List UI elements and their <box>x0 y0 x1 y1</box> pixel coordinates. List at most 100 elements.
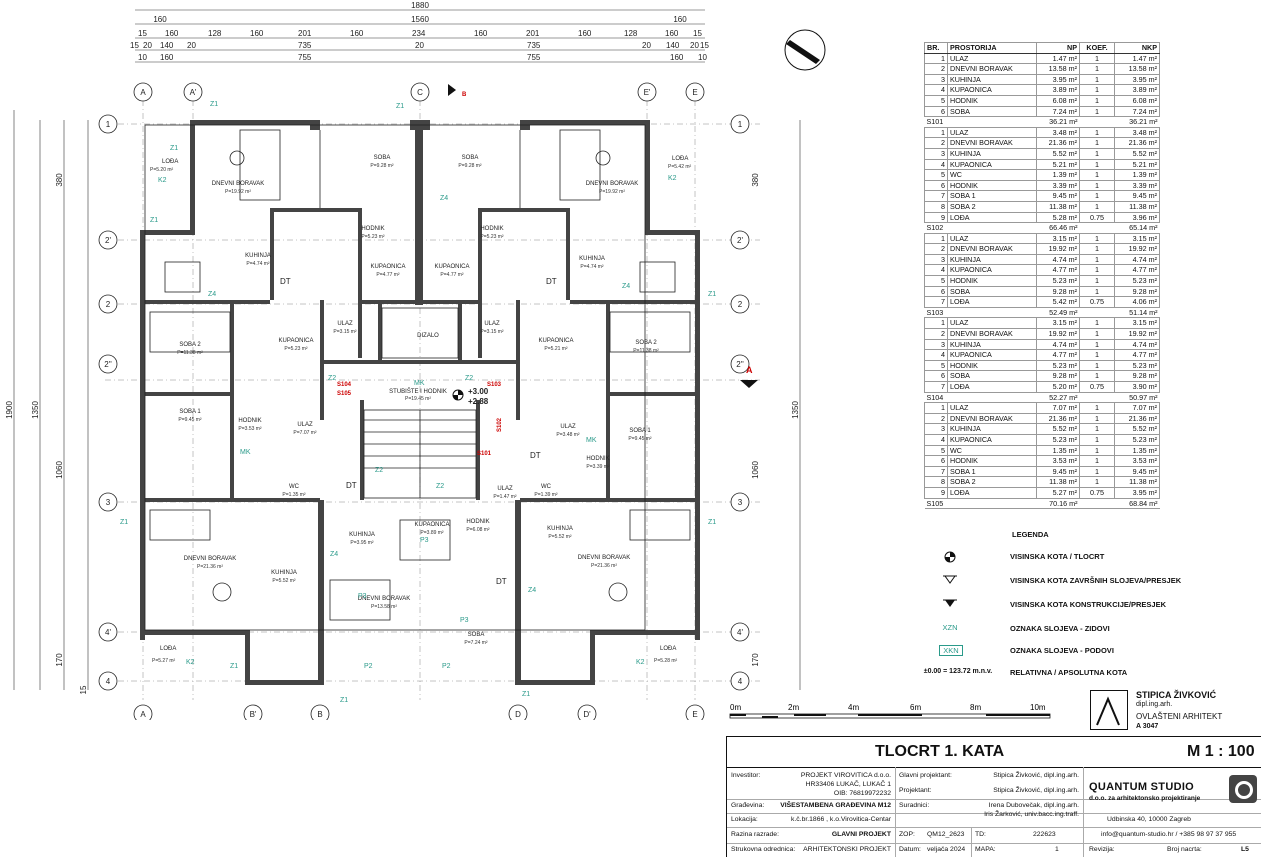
datum-value: veljača 2024 <box>927 846 966 853</box>
table-cell: 5.27 m² <box>1036 486 1080 499</box>
table-cell: 19.92 m² <box>1036 328 1080 340</box>
subtotal-np: 36.21 m² <box>1036 116 1080 128</box>
col-prostorija: PROSTORIJA <box>947 42 1037 54</box>
axis-d-bottom: D <box>515 710 521 719</box>
table-cell: 1 <box>924 126 948 139</box>
table-cell: 11.38 m² <box>1036 200 1080 213</box>
table-cell: 1 <box>924 52 948 65</box>
table-cell: 3 <box>924 147 948 160</box>
table-cell: 1 <box>1079 349 1115 361</box>
axis-bubbles-top: A A' C E' E <box>133 82 705 102</box>
level-marker: +3.00 +2.88 <box>452 387 489 406</box>
table-cell <box>1079 391 1115 404</box>
table-cell: 1 <box>1079 84 1115 96</box>
table-cell: 5 <box>924 275 948 287</box>
room-25-area: P=1.47 m² <box>493 494 517 500</box>
zop-label: ZOP: <box>899 831 915 838</box>
table-cell: 3.15 m² <box>1114 232 1160 245</box>
room-2-name: SOBA <box>374 155 391 161</box>
room-24-area: P=1.35 m² <box>282 492 306 498</box>
section-markers: B A <box>448 84 758 388</box>
table-cell: 3.53 m² <box>1036 455 1080 467</box>
scale-bar: 0m 2m 4m 6m 8m 10m <box>722 700 1062 734</box>
side-dimensions: 1900 1350 380 1060 170 15 1350 380 1060 … <box>5 110 801 694</box>
table-cell: 7 <box>924 296 948 308</box>
room-33-area: P=21.36 m² <box>591 563 617 569</box>
suradnici-label: Suradnici: <box>899 802 930 809</box>
mapa-value: 1 <box>1055 846 1059 853</box>
table-cell <box>1079 116 1115 128</box>
dim-top-1: 160 <box>153 15 167 24</box>
room-27-area: P=3.95 m² <box>350 540 374 546</box>
table-cell: 1 <box>1079 243 1115 255</box>
table-cell: LOĐA <box>947 486 1037 499</box>
table-cell: 3.39 m² <box>1114 179 1160 192</box>
table-cell: SOBA 2 <box>947 476 1037 488</box>
room-21-area: P=3.48 m² <box>556 432 580 438</box>
table-cell: 3 <box>924 338 948 351</box>
table-cell: KUHINJA <box>947 338 1037 351</box>
dim-right-1060: 1060 <box>751 461 760 479</box>
table-cell: 9.28 m² <box>1114 285 1160 298</box>
floor-plan: 1880 160 1560 160 15 160 128 160 201 160… <box>5 1 826 720</box>
table-cell: 3.90 m² <box>1114 381 1160 393</box>
table-cell: 1 <box>1079 433 1115 446</box>
suradnici-1: Irena Dubovečak, dipl.ing.arh. <box>988 802 1079 809</box>
table-cell: 7.24 m² <box>1036 105 1080 118</box>
table-cell: 1 <box>1079 328 1115 340</box>
architect-name: STIPICA ŽIVKOVIĆ <box>1136 690 1217 700</box>
layer-tag: Z1 <box>170 145 178 152</box>
table-cell: 1.39 m² <box>1036 169 1080 181</box>
table-cell: 1 <box>1079 200 1115 213</box>
layer-tag: Z4 <box>622 283 630 290</box>
table-cell: 5.23 m² <box>1114 433 1160 446</box>
room-8-area: P=4.74 m² <box>246 261 270 267</box>
table-cell: 0.75 <box>1079 211 1115 224</box>
level-3-00: +3.00 <box>468 387 489 396</box>
room-3-name: SOBA <box>462 155 479 161</box>
table-cell: 2 <box>924 412 948 425</box>
room-10-area: P=4.77 m² <box>440 272 464 278</box>
table-cell: 2 <box>924 63 948 75</box>
table-cell: 0.75 <box>1079 381 1115 393</box>
legend-symbol-xzn: XZN <box>942 623 958 632</box>
level-structure-icon <box>922 598 978 612</box>
section-mark-a: A <box>746 365 753 375</box>
table-cell: HODNIK <box>947 359 1037 372</box>
table-cell: 1 <box>1079 52 1115 65</box>
room-29-area: P=6.08 m² <box>466 527 490 533</box>
glavni-value: Stipica Živković, dipl.ing.arh. <box>993 772 1079 779</box>
room-1-name: DNEVNI BORAVAK <box>212 181 264 187</box>
legend-label: VISINSKA KOTA / TLOCRT <box>1010 552 1105 561</box>
col-br: BR. <box>924 42 948 54</box>
unit-tags: S104 S105 S103 S102 S101 <box>337 382 503 457</box>
room-32-area: P=5.52 m² <box>548 534 572 540</box>
layer-tag: Z1 <box>230 663 238 670</box>
room-33-name: DNEVNI BORAVAK <box>578 555 630 561</box>
legend-item: ±0.00 = 123.72 m.n.v. RELATIVNA / APSOLU… <box>908 666 1208 680</box>
room-13-area: P=5.23 m² <box>284 346 308 352</box>
table-cell: 5 <box>924 94 948 107</box>
table-cell: 5.28 m² <box>1036 211 1080 224</box>
room-12-name: SOBA 2 <box>179 342 201 348</box>
razina-label: Razina razrade: <box>731 831 779 838</box>
dim-r2-12: 15 <box>693 29 702 38</box>
dim-r3-1: 20 <box>143 41 152 50</box>
broj-label: Broj nacrta: <box>1167 846 1202 853</box>
dt-tag: DT <box>346 481 357 490</box>
dim-r2-7: 160 <box>474 29 488 38</box>
table-cell: 1 <box>1079 179 1115 192</box>
grid-lines <box>105 100 760 700</box>
table-cell: SOBA <box>947 105 1037 118</box>
table-cell: KUHINJA <box>947 73 1037 86</box>
table-cell: 11.38 m² <box>1114 200 1160 213</box>
subtotal-np: 52.49 m² <box>1036 306 1080 319</box>
layer-tag: Z1 <box>150 217 158 224</box>
